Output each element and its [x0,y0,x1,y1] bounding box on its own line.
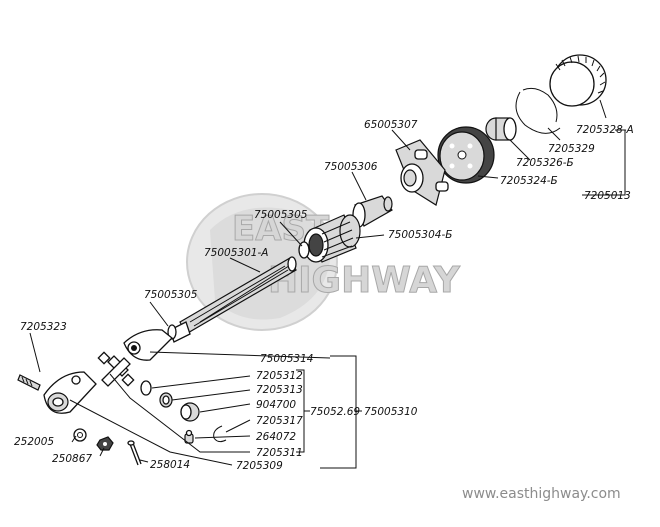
part-7205312-washer [140,380,152,396]
label-7205317: 7205317 [256,415,303,427]
label-75005301a: 75005301-А [204,247,268,259]
part-7205313-seal [159,392,173,408]
label-250867: 250867 [52,453,92,465]
label-75052-69: 75052.69 [310,406,360,418]
label-75005304b: 75005304-Б [388,229,452,241]
label-7205324b: 7205324-Б [500,175,558,187]
label-7205013: 7205013 [584,190,631,202]
label-904700: 904700 [256,399,296,411]
label-7205323: 7205323 [20,321,67,333]
label-7205326b: 7205326-Б [516,157,574,169]
label-75005305-lower: 75005305 [144,289,198,301]
part-75005306-cone [352,195,393,228]
part-250867-nut [96,436,114,451]
label-7205328a: 7205328-А [576,124,634,136]
leader-lines [29,99,626,469]
label-75005310: 75005310 [364,406,418,418]
part-7205309-yoke [43,371,97,414]
part-75005304b-sleeve [303,214,361,263]
part-65005307-flange [395,139,449,206]
part-7205328a-ring [549,54,607,107]
part-7205324b-gear [437,126,495,184]
part-258014-cotter-pin [127,440,142,466]
watermark-line2: HIGHWAY [268,260,461,301]
label-7205312: 7205312 [256,370,303,382]
part-75005305-ring-lower [167,324,177,340]
part-7205329-snap-ring [515,87,561,134]
part-labels: 7205328-А 7205329 7205326-Б 7205324-Б 72… [14,119,634,472]
label-7205309: 7205309 [236,460,283,472]
part-7205311-cross [97,351,135,387]
part-252005-washer [73,428,87,442]
label-7205313: 7205313 [256,384,303,396]
part-7205323-pin [17,374,41,391]
label-75005314: 75005314 [260,353,313,365]
part-7205326b-bushing [485,117,517,141]
label-75005305-upper: 75005305 [254,209,308,221]
label-65005307: 65005307 [364,119,418,131]
part-7205317-circlip [213,425,227,443]
label-7205311: 7205311 [256,447,303,459]
label-264072: 264072 [256,431,296,443]
part-904700-needle-bearing [180,402,200,422]
part-75005314-yoke [123,329,173,361]
label-258014: 258014 [150,459,190,471]
label-7205329: 7205329 [548,143,595,155]
part-264072-grease-fitting [184,429,194,444]
label-75005306: 75005306 [324,161,378,173]
label-252005: 252005 [14,436,54,448]
watermark-url: www.easthighway.com [462,486,621,502]
